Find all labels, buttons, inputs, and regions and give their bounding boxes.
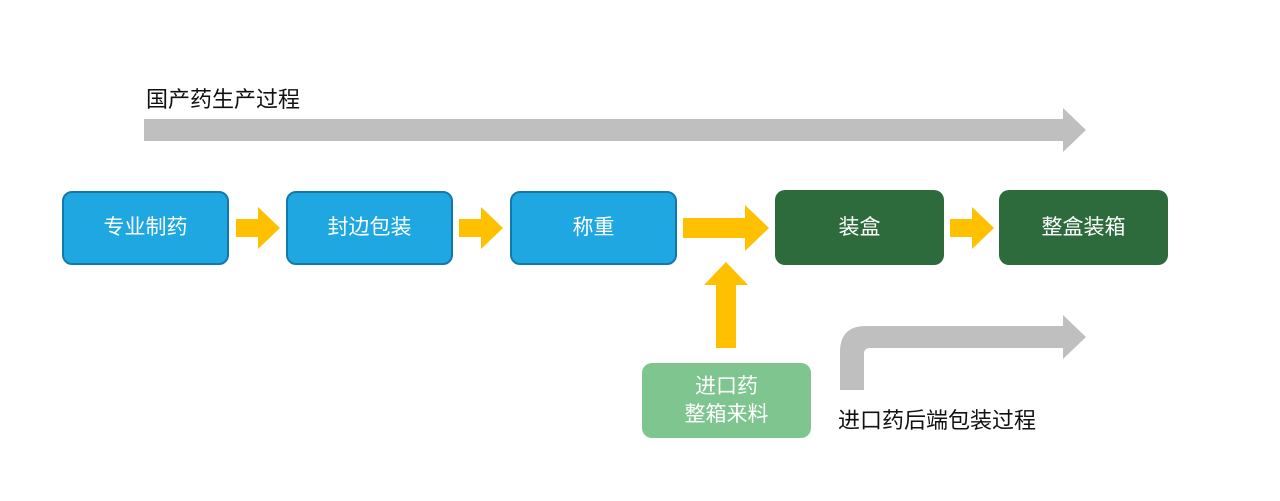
import-process-title: 进口药后端包装过程 xyxy=(838,409,1037,434)
step-label: 封边包装 xyxy=(327,215,412,240)
step-boxing: 装盒 xyxy=(775,190,944,265)
flow-arrow-2-3 xyxy=(459,207,503,249)
step-label: 装盒 xyxy=(838,214,881,239)
step-carton-packing: 整盒装箱 xyxy=(999,190,1168,265)
step-label: 称重 xyxy=(572,215,615,240)
step-weighing: 称重 xyxy=(510,191,677,265)
flow-arrow-1-2 xyxy=(236,207,280,249)
import-up-arrow xyxy=(704,262,748,348)
import-whole-carton-input: 进口药 整箱来料 xyxy=(642,363,811,438)
step-edge-seal-packaging: 封边包装 xyxy=(286,191,453,265)
import-process-bent-arrow xyxy=(840,315,1086,390)
import-label-line1: 进口药 xyxy=(695,374,758,399)
domestic-process-arrow xyxy=(144,108,1086,152)
step-label: 整盒装箱 xyxy=(1041,214,1126,239)
import-label-line2: 整箱来料 xyxy=(684,401,769,426)
domestic-process-title: 国产药生产过程 xyxy=(146,88,301,113)
flow-arrow-4-5 xyxy=(950,207,994,249)
step-label: 专业制药 xyxy=(103,215,188,240)
flow-arrow-3-4 xyxy=(683,205,769,251)
step-pharma-production: 专业制药 xyxy=(62,191,229,265)
